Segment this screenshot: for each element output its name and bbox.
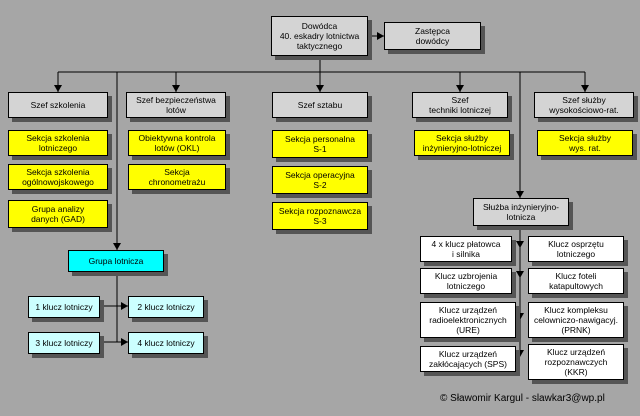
staff-section: Sekcja rozpoznawcza S-3 [272,202,368,230]
engineering-unit: Klucz urządzeń rozpoznawczych (KKR) [528,344,624,380]
copyright-footer: © Sławomir Kargul - slawkar3@wp.pl [440,393,605,404]
engineering-unit: Klucz uzbrojenia lotniczego [420,268,512,294]
engineering-unit: Klucz foteli katapultowych [528,268,624,294]
engineering-unit: Klucz urządzeń zakłócających (SPS) [420,346,516,372]
technical-section: Sekcja służby inżynieryjno-lotniczej [414,130,510,156]
dept-staff: Szef sztabu [272,92,368,118]
training-section: Grupa analizy danych (GAD) [8,200,108,228]
engineering-unit: Klucz kompleksu celowniczo-nawigacyj. (P… [528,302,624,338]
deputy-box: Zastępca dowódcy [384,22,481,50]
flight-key: 2 klucz lotniczy [128,296,204,318]
staff-section: Sekcja personalna S-1 [272,130,368,158]
commander-box: Dowódca 40. eskadry lotnictwa taktyczneg… [271,16,368,56]
engineering-unit: Klucz urządzeń radioelektronicznych (URE… [420,302,516,338]
dept-safety: Szef bezpieczeństwa lotów [126,92,226,118]
altitude-section: Sekcja służby wys. rat. [537,130,633,156]
staff-section: Sekcja operacyjna S-2 [272,166,368,194]
engineering-unit: 4 x klucz płatowca i silnika [420,236,512,262]
dept-technical: Szef techniki lotniczej [412,92,508,118]
dept-training: Szef szkolenia [8,92,108,118]
engineering-service: Służba inżynieryjno- lotnicza [473,198,569,226]
dept-altitude: Szef służby wysokościowo-rat. [534,92,634,118]
flight-key: 3 klucz lotniczy [28,332,100,354]
safety-section: Sekcja chronometrażu [128,164,226,190]
flight-group: Grupa lotnicza [68,250,164,272]
engineering-unit: Klucz osprzętu lotniczego [528,236,624,262]
training-section: Sekcja szkolenia lotniczego [8,130,108,156]
flight-key: 4 klucz lotniczy [128,332,204,354]
safety-section: Obiektywna kontrola lotów (OKL) [128,130,226,156]
flight-key: 1 klucz lotniczy [28,296,100,318]
training-section: Sekcja szkolenia ogólnowojskowego [8,164,108,190]
